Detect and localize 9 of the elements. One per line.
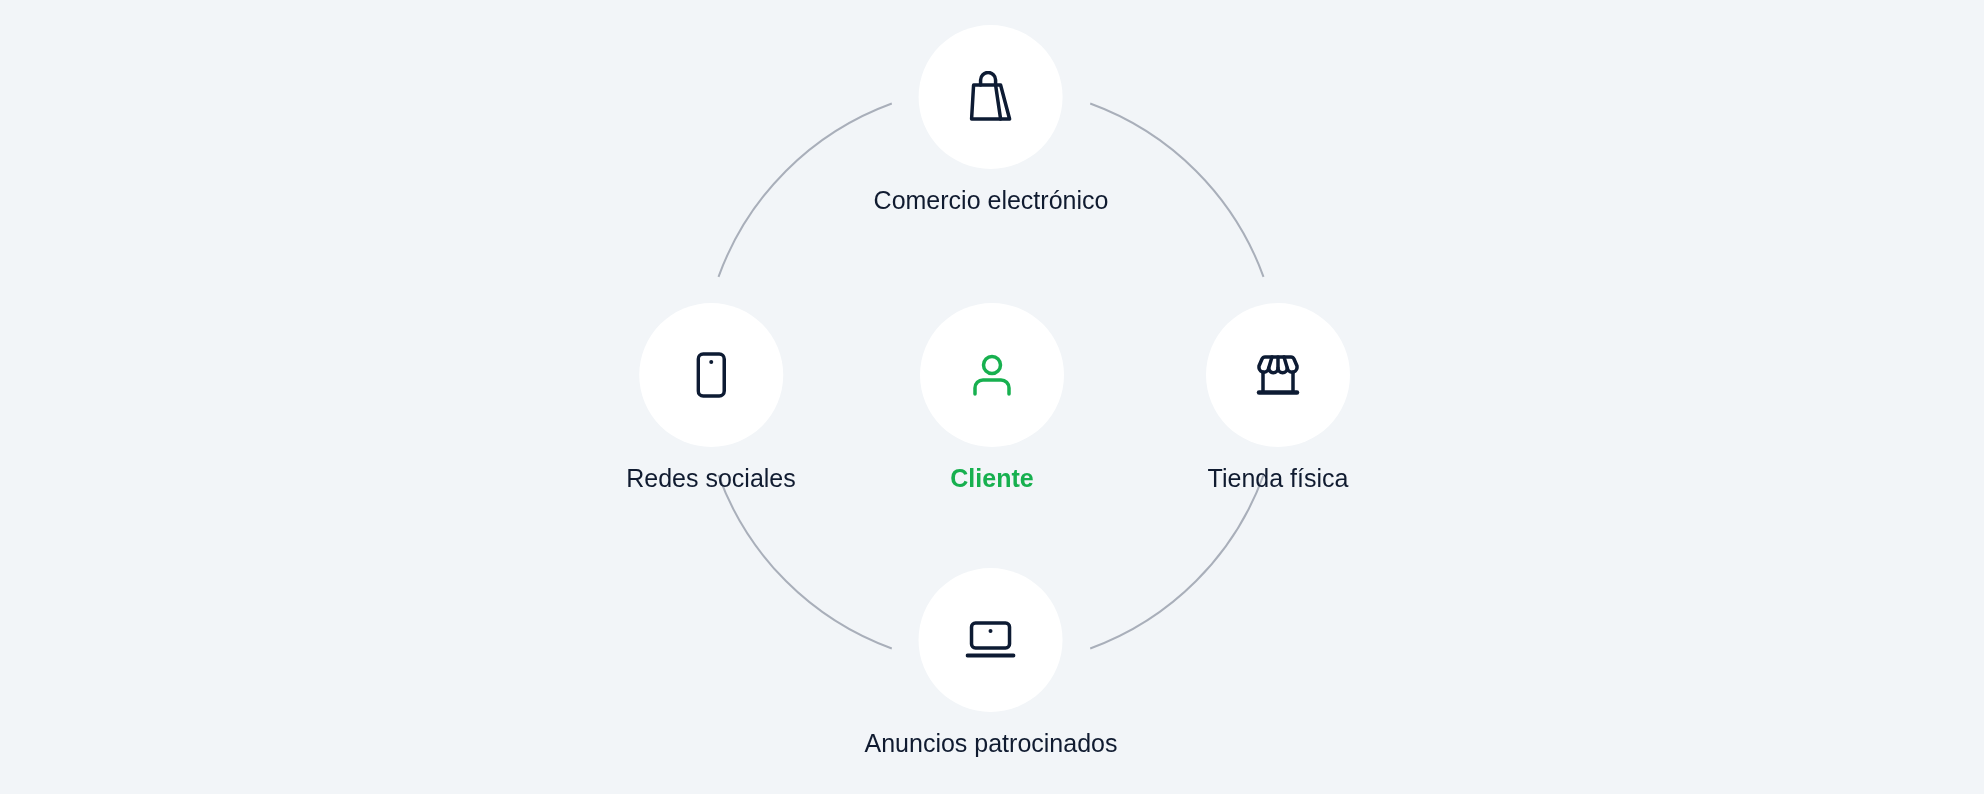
- node-label: Cliente: [950, 463, 1034, 493]
- connector-arc: [717, 474, 893, 650]
- node-label: Anuncios patrocinados: [864, 728, 1118, 758]
- connector-arc: [1089, 474, 1265, 650]
- node-label: Comercio electrónico: [873, 185, 1109, 215]
- connector-arc: [717, 102, 893, 278]
- connector-arc: [1089, 102, 1265, 278]
- node-label: Redes sociales: [626, 463, 796, 493]
- node-label: Tienda física: [1207, 463, 1349, 493]
